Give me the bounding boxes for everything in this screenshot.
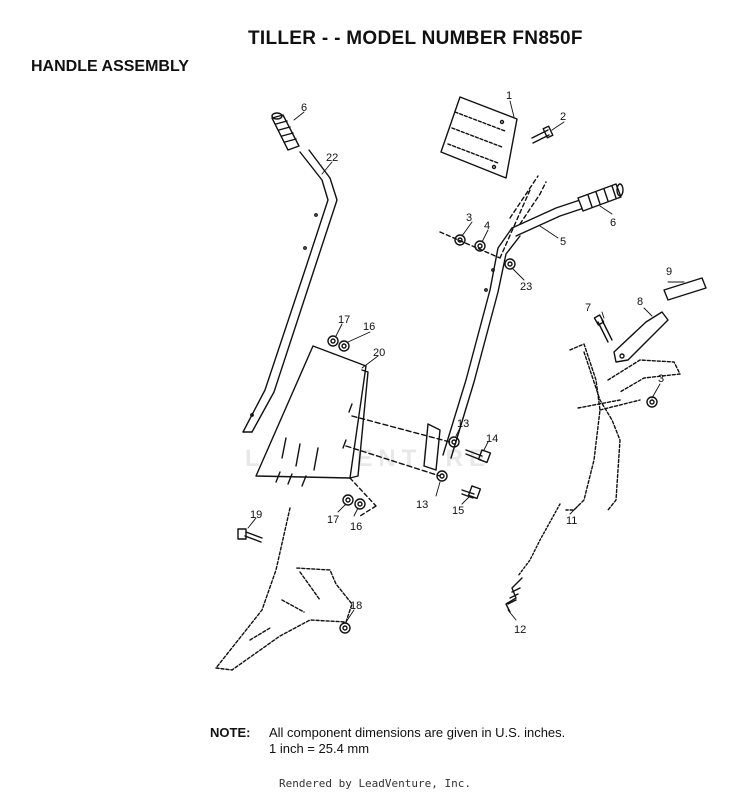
callout-18: 18 (350, 600, 362, 612)
callout-16-top: 16 (363, 321, 375, 333)
callout-3-right: 3 (658, 373, 664, 385)
callout-16-bottom: 16 (350, 521, 362, 533)
callout-2: 2 (560, 111, 566, 123)
note-text-line2: 1 inch = 25.4 mm (269, 741, 370, 756)
part-3-nut (454, 234, 466, 246)
part-17-washer-bottom (342, 494, 354, 506)
callout-13-bottom: 13 (416, 499, 428, 511)
callout-20: 20 (373, 347, 385, 359)
callout-22: 22 (326, 152, 338, 164)
footer-credit: Rendered by LeadVenture, Inc. (278, 777, 472, 790)
callout-11: 11 (566, 515, 577, 527)
part-2-bolt (531, 125, 554, 144)
part-3-nut-right (646, 396, 658, 408)
part-16-nut-bottom (354, 498, 366, 510)
note-text-line1: All component dimensions are given in U.… (269, 725, 566, 740)
callout-5: 5 (560, 236, 566, 248)
part-6-grip-left (271, 112, 300, 151)
part-13-washer-top (448, 436, 460, 448)
part-23-washer (504, 258, 516, 270)
callout-17-top: 17 (338, 314, 350, 326)
part-5-handle (442, 175, 591, 459)
part-6-grip-right (577, 183, 624, 212)
part-22-handle-tube (242, 149, 338, 433)
part-20-panel (255, 345, 377, 517)
callout-6-left: 6 (301, 102, 307, 114)
assembly-line (439, 189, 531, 259)
callout-14: 14 (486, 433, 498, 445)
part-15-bolt (461, 485, 482, 500)
part-14-bolt (465, 449, 492, 464)
part-16-nut-top (338, 340, 350, 352)
page-title: TILLER - - MODEL NUMBER FN850F (248, 28, 583, 49)
callout-4: 4 (484, 220, 490, 232)
callout-19: 19 (250, 509, 262, 521)
part-18-frame (215, 507, 353, 671)
section-title: HANDLE ASSEMBLY (31, 58, 189, 75)
part-12-cable (505, 503, 561, 613)
callout-labels: 1 2 3 4 5 6 6 22 23 9 7 8 3 17 16 20 13 … (250, 90, 672, 636)
callout-23: 23 (520, 281, 532, 293)
part-19-bolt (237, 528, 263, 543)
callout-3: 3 (466, 212, 472, 224)
callout-7: 7 (585, 302, 591, 314)
part-9-grip (663, 277, 707, 301)
leader-lines (247, 100, 685, 623)
callout-12: 12 (514, 624, 526, 636)
part-17-washer-top (327, 335, 339, 347)
part-1-plate (440, 96, 518, 179)
handle-bracket (423, 423, 441, 471)
callout-8: 8 (637, 296, 643, 308)
callout-13-top: 13 (457, 418, 469, 430)
callout-9: 9 (666, 266, 672, 278)
callout-1: 1 (506, 90, 512, 102)
part-18-nut (339, 622, 351, 634)
bolt-path-lines (345, 415, 451, 477)
part-8-lever (613, 311, 669, 363)
part-7-screw (593, 314, 613, 343)
callout-6-right: 6 (610, 217, 616, 229)
part-4-washer (474, 240, 486, 252)
note-label: NOTE: (210, 725, 251, 740)
callout-15: 15 (452, 505, 464, 517)
part-11-handle-phantom (565, 343, 681, 511)
callout-17-bottom: 17 (327, 514, 339, 526)
